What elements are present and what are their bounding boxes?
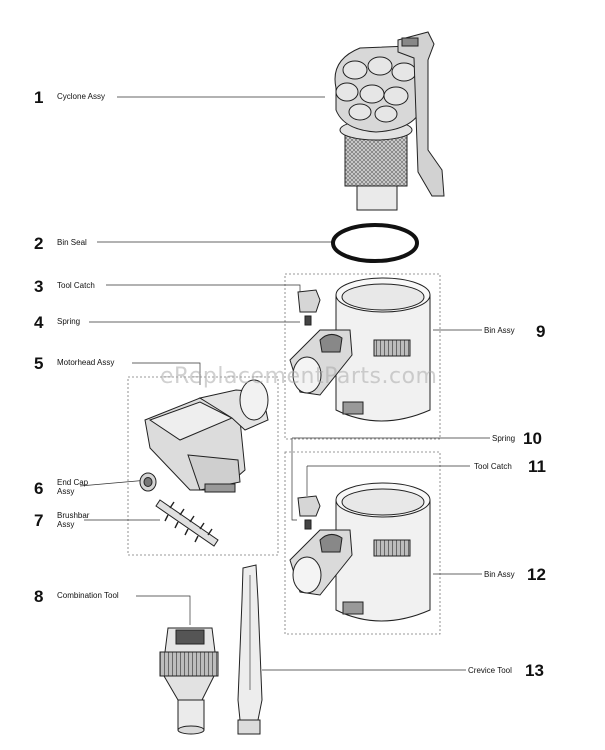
part-label-brushbar: Brushbar Assy: [57, 511, 89, 529]
part-label-bin-seal: Bin Seal: [57, 238, 87, 247]
group-box-bin-12: [284, 451, 441, 635]
part-number-9: 9: [536, 322, 546, 341]
part-label-combination-tool: Combination Tool: [57, 591, 119, 600]
part-number-13: 13: [525, 661, 544, 680]
part-number-6: 6: [34, 479, 44, 498]
part-number-4: 4: [34, 313, 44, 332]
part-number-5: 5: [34, 354, 44, 373]
part-number-11: 11: [528, 457, 546, 476]
part-label-crevice-tool: Crevice Tool: [468, 666, 512, 675]
bin-seal-drawing: [331, 223, 419, 263]
bin-assy-12-drawing: [289, 482, 431, 622]
combination-tool-drawing: [159, 627, 219, 735]
part-number-2: 2: [34, 234, 44, 253]
bin-assy-9-drawing: [289, 277, 431, 422]
part-label-spring-10: Spring: [492, 434, 516, 443]
part-label-brushbar-line2: Assy: [57, 520, 75, 529]
leader-lines: [79, 96, 490, 671]
group-box-bin-9: [284, 273, 441, 440]
part-number-7: 7: [34, 511, 44, 530]
part-number-12: 12: [527, 565, 546, 584]
motorhead-assy-drawing: [144, 379, 269, 493]
tool-catch-spring-upper: [297, 289, 321, 326]
part-label-end-cap-line2: Assy: [57, 487, 75, 496]
tool-catch-spring-lower: [297, 495, 321, 530]
part-label-end-cap: End Cap Assy: [57, 478, 88, 496]
part-label-spring: Spring: [57, 317, 81, 326]
part-label-tool-catch: Tool Catch: [57, 281, 95, 290]
part-label-tool-catch-11: Tool Catch: [474, 462, 512, 471]
end-cap-drawing: [139, 472, 157, 492]
cyclone-assy-drawing: [334, 31, 445, 211]
part-number-10: 10: [523, 429, 542, 448]
part-label-bin-assy-9: Bin Assy: [484, 326, 515, 335]
part-number-8: 8: [34, 587, 44, 606]
part-label-bin-assy-12: Bin Assy: [484, 570, 515, 579]
brushbar-drawing: [155, 499, 219, 547]
part-label-brushbar-line1: Brushbar: [57, 511, 90, 520]
crevice-tool-drawing: [237, 564, 263, 735]
part-number-3: 3: [34, 277, 44, 296]
part-label-cyclone-assy: Cyclone Assy: [57, 92, 106, 101]
part-number-1: 1: [34, 88, 44, 107]
part-label-motorhead-assy: Motorhead Assy: [57, 358, 115, 367]
watermark: eReplacementParts.com: [160, 364, 438, 389]
part-label-end-cap-line1: End Cap: [57, 478, 89, 487]
